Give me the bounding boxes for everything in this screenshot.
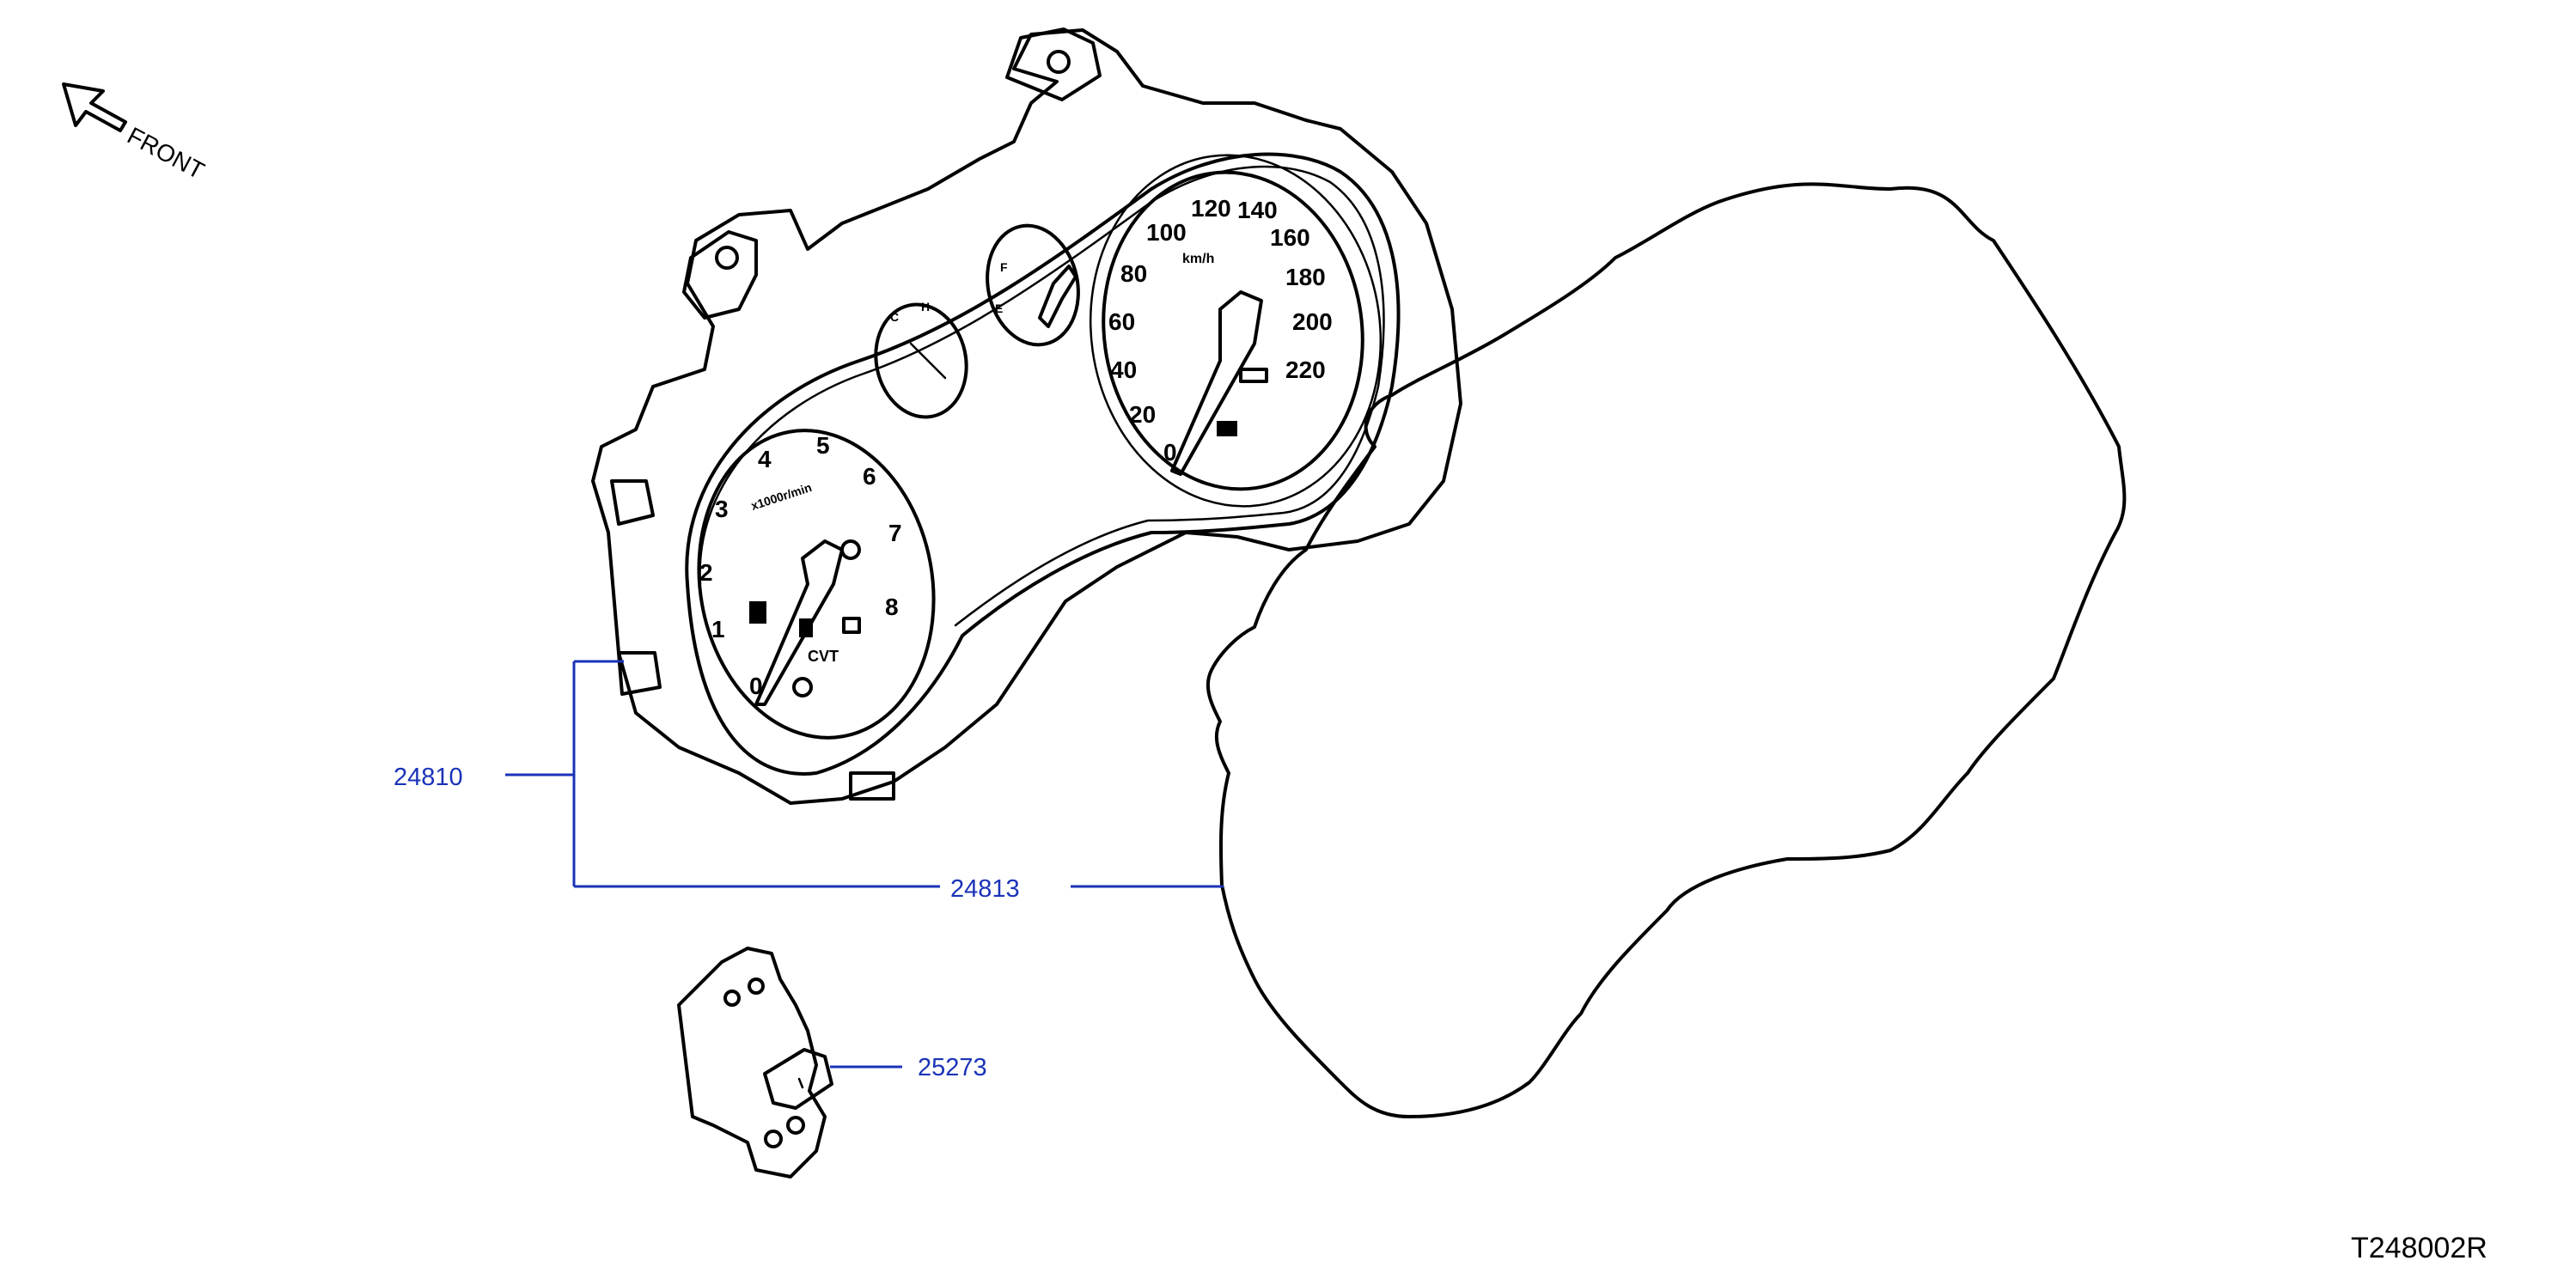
- combination-meter: 0 1 2 3 4 5 6 7 8 x1000r/min CVT C H E: [591, 27, 1462, 805]
- tachometer-tick-3: 3: [715, 496, 729, 522]
- switch-hole-4: [786, 1116, 805, 1135]
- bracket-hole-left: [715, 246, 739, 270]
- speedometer-indicator: [1239, 368, 1268, 383]
- front-label: FRONT: [123, 122, 209, 185]
- tachometer-tick-2: 2: [699, 559, 713, 586]
- front-arrow-icon: [62, 82, 127, 132]
- tachometer-tick-1: 1: [711, 616, 725, 643]
- temp-gauge-dial: [874, 302, 968, 419]
- switch-hole-3: [764, 1130, 783, 1148]
- speedometer-tick-160: 160: [1270, 224, 1310, 251]
- meter-lens-cover: [1206, 182, 2127, 1118]
- speedometer-odometer: [1217, 421, 1237, 436]
- indicator-icon-3: [842, 617, 861, 634]
- speedometer-unit: km/h: [1182, 252, 1214, 266]
- fuel-gauge-needle: [1038, 265, 1077, 328]
- connector-lower: [617, 651, 662, 696]
- housing-tab-bottom: [849, 771, 895, 801]
- indicator-icon-1: [749, 601, 766, 624]
- switch-hole-1: [723, 990, 741, 1007]
- speedometer-dial: [1102, 170, 1364, 491]
- tachometer-unit: x1000r/min: [749, 480, 814, 513]
- speedometer-tick-60: 60: [1108, 308, 1135, 335]
- tachometer-dial: [697, 429, 936, 740]
- indicator-cvt: CVT: [808, 648, 839, 665]
- speedometer-tick-0: 0: [1163, 439, 1177, 466]
- temp-gauge-tick-c: C: [890, 310, 899, 324]
- callout-24810: 24810: [394, 764, 463, 791]
- callout-leaders: [505, 660, 1224, 1069]
- speedometer-tick-80: 80: [1120, 260, 1147, 287]
- speedometer-tick-140: 140: [1237, 197, 1278, 223]
- bracket-hole-top: [1047, 50, 1071, 74]
- meter-lens-inner: [699, 165, 1385, 627]
- switch-assembly: [677, 947, 833, 1179]
- speedometer-tick-120: 120: [1191, 195, 1231, 222]
- tachometer-tick-6: 6: [863, 463, 876, 490]
- switch-bracket: [677, 947, 827, 1179]
- meter-housing-outline: [591, 28, 1462, 805]
- tachometer-tick-7: 7: [888, 520, 902, 546]
- fuel-gauge-tick-f: F: [1000, 260, 1008, 274]
- speedometer-tick-220: 220: [1285, 356, 1326, 383]
- tachometer-tick-0: 0: [749, 673, 763, 699]
- temp-gauge-needle: [909, 342, 947, 380]
- switch-knob: [763, 1048, 833, 1110]
- indicator-icon-4: [792, 677, 813, 697]
- meter-lens-frame: [685, 152, 1401, 776]
- switch-knob-mark: [797, 1077, 804, 1089]
- tachometer-needle: [754, 539, 844, 706]
- speedometer-tick-200: 200: [1292, 308, 1333, 335]
- temp-gauge-tick-h: H: [921, 300, 930, 314]
- fuel-gauge-tick-e: E: [995, 301, 1003, 315]
- diagram-code: T248002R: [2351, 1232, 2487, 1264]
- tachometer-tick-4: 4: [758, 446, 772, 472]
- speedometer-tick-180: 180: [1285, 264, 1326, 290]
- front-arrow: FRONT: [62, 82, 209, 185]
- center-gauges: C H E F: [874, 223, 1080, 419]
- mounting-bracket-top: [1005, 27, 1102, 101]
- tachometer-tick-5: 5: [816, 432, 830, 459]
- tachometer-tick-8: 8: [885, 594, 899, 620]
- callout-25273: 25273: [918, 1054, 987, 1081]
- speedometer-rim: [1089, 154, 1383, 508]
- speedometer-tick-100: 100: [1146, 219, 1187, 246]
- mounting-bracket-left: [682, 230, 758, 320]
- callout-24813: 24813: [950, 875, 1020, 903]
- speedometer-needle: [1170, 290, 1263, 476]
- leader-24810: [505, 660, 624, 886]
- indicator-icon-5: [840, 539, 861, 560]
- tachometer: 0 1 2 3 4 5 6 7 8 x1000r/min CVT: [697, 429, 936, 740]
- switch-hole-2: [748, 978, 765, 995]
- speedometer: 0 20 40 60 80 100 120 140 160 180 200 22…: [1089, 154, 1383, 508]
- speedometer-tick-40: 40: [1110, 356, 1137, 383]
- indicator-icon-2: [799, 618, 813, 637]
- speedometer-tick-20: 20: [1129, 401, 1156, 428]
- connector-left: [610, 479, 655, 526]
